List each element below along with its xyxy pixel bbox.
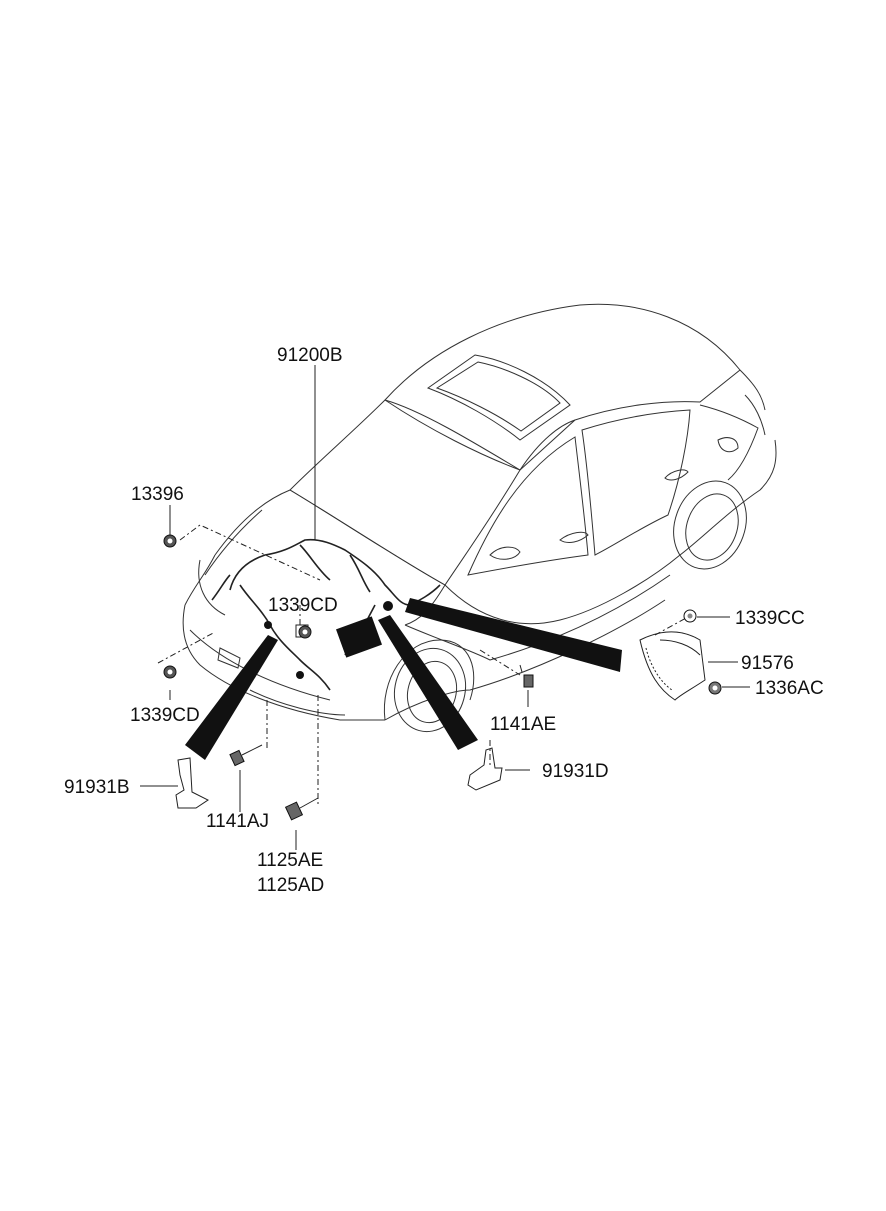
nut-13396-icon: [163, 534, 177, 548]
hardware-parts: [163, 534, 722, 821]
bolt-1125ae-icon: [284, 797, 319, 821]
label-91200b: 91200B: [277, 345, 343, 366]
bracket-91931b-icon: [175, 757, 209, 809]
label-1336ac: 1336AC: [755, 678, 824, 699]
label-1339cd-mid: 1339CD: [268, 595, 338, 616]
label-1339cd-bottom: 1339CD: [130, 705, 200, 726]
label-1141aj: 1141AJ: [206, 811, 269, 832]
bracket-91931d-icon: [467, 747, 503, 791]
bolt-1141ae-icon: [519, 664, 534, 688]
label-91576: 91576: [741, 653, 794, 674]
label-1141ae: 1141AE: [490, 714, 556, 735]
bolt-1141aj-icon: [229, 744, 263, 767]
leader-arrows: [185, 598, 622, 760]
label-1339cc: 1339CC: [735, 608, 805, 629]
cover-91576-icon: [639, 631, 706, 701]
engine-wiring-harness: [211, 538, 441, 691]
nut-1336ac-icon: [708, 681, 722, 695]
nut-1339cc-icon: [683, 609, 697, 623]
label-1125ad: 1125AD: [257, 875, 324, 896]
part-labels: 91200B 13396 1339CD 1339CD 91931B 1141AJ…: [64, 345, 824, 896]
leader-lines: [140, 365, 750, 850]
nut-1339cd-mid-icon: [298, 625, 312, 639]
label-13396: 13396: [131, 484, 184, 505]
label-91931b: 91931B: [64, 777, 130, 798]
nut-1339cd-bottom-icon: [163, 665, 177, 679]
label-91931d: 91931D: [542, 761, 609, 782]
car-outline: [182, 303, 777, 733]
label-1125ae: 1125AE: [257, 850, 323, 871]
